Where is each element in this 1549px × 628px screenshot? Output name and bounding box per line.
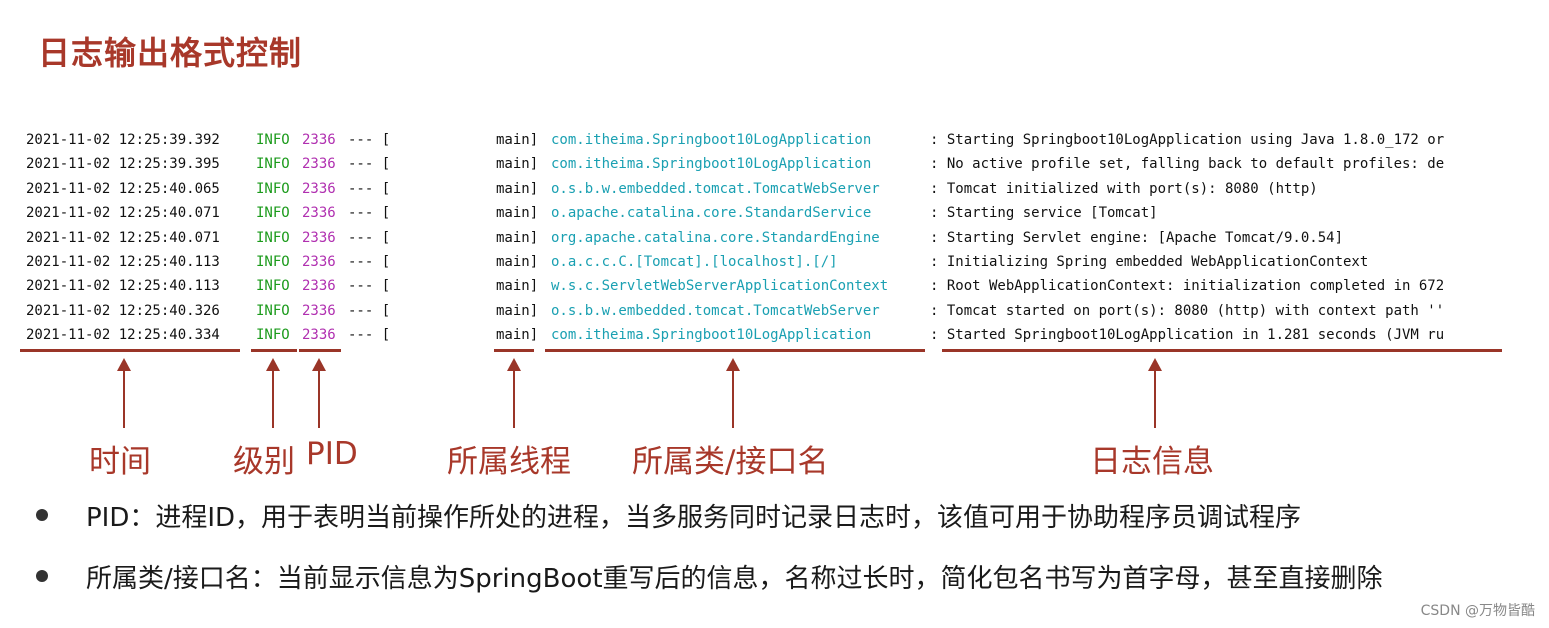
log-separator: --- [ <box>348 132 391 148</box>
log-message: : Root WebApplicationContext: initializa… <box>930 278 1445 295</box>
log-row: 2021-11-02 12:25:40.326 INFO 2336 --- [ … <box>26 301 1489 325</box>
log-level: INFO <box>256 302 290 319</box>
label-thread: 所属线程 <box>447 444 571 480</box>
log-row: 2021-11-02 12:25:39.392 INFO 2336 --- [ … <box>26 130 1489 154</box>
watermark: CSDN @万物皆酷 <box>1420 603 1535 619</box>
log-row: 2021-11-02 12:25:40.071 INFO 2336 --- [ … <box>26 203 1489 227</box>
log-level: INFO <box>256 253 290 270</box>
log-separator: --- [ <box>348 278 391 295</box>
log-time: 2021-11-02 12:25:40.334 <box>26 327 220 344</box>
log-logger: com.itheima.Springboot10LogApplication <box>551 156 872 173</box>
log-message: : Initializing Spring embedded WebApplic… <box>930 253 1369 270</box>
log-level: INFO <box>256 132 290 148</box>
log-time: 2021-11-02 12:25:40.113 <box>26 253 220 270</box>
log-pid: 2336 <box>302 327 336 344</box>
log-level: INFO <box>256 180 290 197</box>
log-message: : Tomcat initialized with port(s): 8080 … <box>930 180 1318 197</box>
thread-underline <box>494 349 534 352</box>
label-level: 级别 <box>233 444 295 480</box>
time-underline <box>20 349 240 352</box>
log-pid: 2336 <box>302 132 336 148</box>
log-time: 2021-11-02 12:25:40.326 <box>26 302 220 319</box>
log-pid: 2336 <box>302 205 336 222</box>
log-pid: 2336 <box>302 302 336 319</box>
log-time: 2021-11-02 12:25:39.392 <box>26 132 220 148</box>
log-message: : Starting Springboot10LogApplication us… <box>930 132 1445 148</box>
label-message: 日志信息 <box>1090 444 1214 480</box>
log-message: : Starting service [Tomcat] <box>930 205 1158 222</box>
log-time: 2021-11-02 12:25:40.065 <box>26 180 220 197</box>
log-thread: main] <box>496 156 539 173</box>
log-row: 2021-11-02 12:25:40.113 INFO 2336 --- [ … <box>26 252 1489 276</box>
log-pid: 2336 <box>302 180 336 197</box>
log-message: : No active profile set, falling back to… <box>930 156 1445 173</box>
log-separator: --- [ <box>348 302 391 319</box>
message-underline <box>942 349 1502 352</box>
log-logger: o.s.b.w.embedded.tomcat.TomcatWebServer <box>551 180 880 197</box>
bullet-dot <box>36 509 48 521</box>
log-time: 2021-11-02 12:25:40.071 <box>26 229 220 246</box>
log-logger: com.itheima.Springboot10LogApplication <box>551 132 872 148</box>
log-time: 2021-11-02 12:25:39.395 <box>26 156 220 173</box>
log-separator: --- [ <box>348 156 391 173</box>
log-time: 2021-11-02 12:25:40.113 <box>26 278 220 295</box>
log-time: 2021-11-02 12:25:40.071 <box>26 205 220 222</box>
log-logger: w.s.c.ServletWebServerApplicationContext <box>551 278 889 295</box>
log-separator: --- [ <box>348 327 391 344</box>
level-arrow-icon <box>266 358 280 428</box>
log-thread: main] <box>496 302 539 319</box>
pid-arrow-icon <box>312 358 326 428</box>
log-pid: 2336 <box>302 253 336 270</box>
log-logger: o.a.c.c.C.[Tomcat].[localhost].[/] <box>551 253 838 270</box>
log-message: : Tomcat started on port(s): 8080 (http)… <box>930 302 1445 319</box>
log-row: 2021-11-02 12:25:40.334 INFO 2336 --- [ … <box>26 325 1489 349</box>
log-separator: --- [ <box>348 229 391 246</box>
label-pid: PID <box>306 436 358 472</box>
log-message: : Starting Servlet engine: [Apache Tomca… <box>930 229 1344 246</box>
log-logger: com.itheima.Springboot10LogApplication <box>551 327 872 344</box>
bullet-pid-note: PID：进程ID，用于表明当前操作所处的进程，当多服务同时记录日志时，该值可用于… <box>86 503 1302 533</box>
bullet-logger-note: 所属类/接口名：当前显示信息为SpringBoot重写后的信息，名称过长时，简化… <box>86 564 1383 594</box>
log-logger: o.s.b.w.embedded.tomcat.TomcatWebServer <box>551 302 880 319</box>
logger-underline <box>545 349 925 352</box>
log-thread: main] <box>496 180 539 197</box>
log-thread: main] <box>496 327 539 344</box>
log-level: INFO <box>256 229 290 246</box>
time-arrow-icon <box>117 358 131 428</box>
page-title: 日志输出格式控制 <box>38 34 303 72</box>
log-level: INFO <box>256 205 290 222</box>
label-time: 时间 <box>89 444 151 480</box>
log-separator: --- [ <box>348 180 391 197</box>
log-row: 2021-11-02 12:25:40.071 INFO 2336 --- [ … <box>26 228 1489 252</box>
log-message: : Started Springboot10LogApplication in … <box>930 327 1445 344</box>
label-logger: 所属类/接口名 <box>632 444 829 480</box>
log-level: INFO <box>256 327 290 344</box>
level-underline <box>251 349 297 352</box>
log-thread: main] <box>496 132 539 148</box>
log-row: 2021-11-02 12:25:40.113 INFO 2336 --- [ … <box>26 276 1489 300</box>
message-arrow-icon <box>1148 358 1162 428</box>
bullet-dot <box>36 570 48 582</box>
log-separator: --- [ <box>348 253 391 270</box>
thread-arrow-icon <box>507 358 521 428</box>
log-logger: o.apache.catalina.core.StandardService <box>551 205 872 222</box>
log-level: INFO <box>256 156 290 173</box>
log-pid: 2336 <box>302 156 336 173</box>
log-row: 2021-11-02 12:25:40.065 INFO 2336 --- [ … <box>26 179 1489 203</box>
log-thread: main] <box>496 205 539 222</box>
log-thread: main] <box>496 253 539 270</box>
log-output: 2021-11-02 12:25:39.392 INFO 2336 --- [ … <box>26 130 1489 350</box>
log-pid: 2336 <box>302 229 336 246</box>
pid-underline <box>299 349 341 352</box>
log-level: INFO <box>256 278 290 295</box>
log-thread: main] <box>496 278 539 295</box>
log-pid: 2336 <box>302 278 336 295</box>
log-row: 2021-11-02 12:25:39.395 INFO 2336 --- [ … <box>26 154 1489 178</box>
log-logger: org.apache.catalina.core.StandardEngine <box>551 229 880 246</box>
log-separator: --- [ <box>348 205 391 222</box>
logger-arrow-icon <box>726 358 740 428</box>
log-thread: main] <box>496 229 539 246</box>
